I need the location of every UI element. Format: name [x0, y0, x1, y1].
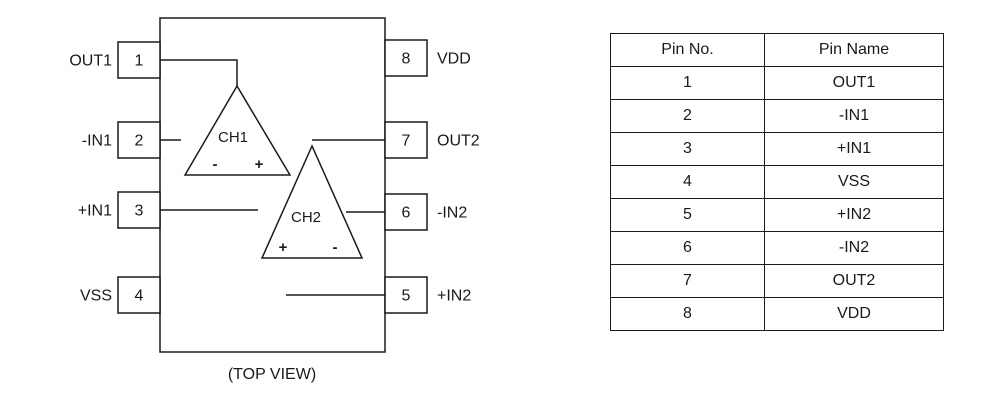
pin-no-cell: 7 [610, 264, 765, 298]
ic-pinout-diagram: 1 2 3 4 8 7 6 5 OUT1 -IN1 +IN1 VSS VDD O… [69, 17, 480, 383]
pin-name-cell: OUT1 [764, 66, 944, 100]
pin-label-minus-in1: -IN1 [82, 133, 112, 150]
table-row: 6 -IN2 [610, 231, 944, 265]
pin-box-6 [384, 193, 428, 231]
pin-table: Pin No. Pin Name 1 OUT1 2 -IN1 3 +IN1 4 … [610, 33, 944, 331]
pin-no-cell: 1 [610, 66, 765, 100]
pin-no-cell: 5 [610, 198, 765, 232]
opamp-ch2-label: CH2 [291, 209, 321, 226]
pin-box-8 [384, 39, 428, 77]
pin-box-2 [117, 121, 161, 159]
table-row: 5 +IN2 [610, 198, 944, 232]
pin-box-1 [117, 41, 161, 79]
pin-name-cell: +IN1 [764, 132, 944, 166]
pin-name-cell: +IN2 [764, 198, 944, 232]
table-header-row: Pin No. Pin Name [610, 33, 944, 67]
table-row: 8 VDD [610, 297, 944, 331]
pin-number-6: 6 [402, 205, 411, 222]
pin-no-header: Pin No. [610, 33, 765, 67]
ic-body [159, 17, 386, 353]
pin-box-3 [117, 191, 161, 229]
pin-number-1: 1 [135, 53, 144, 70]
pin-no-cell: 4 [610, 165, 765, 199]
pin-name-cell: -IN2 [764, 231, 944, 265]
pin-label-plus-in2: +IN2 [437, 288, 471, 305]
pin-name-cell: VSS [764, 165, 944, 199]
ch2-minus-sign: - [333, 239, 338, 256]
pin-number-5: 5 [402, 288, 411, 305]
pin-box-7 [384, 121, 428, 159]
pin-label-out2: OUT2 [437, 133, 480, 150]
pin-label-plus-in1: +IN1 [78, 203, 112, 220]
opamp-ch1-label: CH1 [218, 129, 248, 146]
pin-name-cell: VDD [764, 297, 944, 331]
ch1-minus-sign: - [213, 156, 218, 173]
ch1-plus-sign: + [255, 156, 264, 173]
ch2-plus-sign: + [279, 239, 288, 256]
pin-box-4 [117, 276, 161, 314]
top-view-caption: (TOP VIEW) [228, 366, 316, 383]
table-row: 1 OUT1 [610, 66, 944, 100]
pin-no-cell: 8 [610, 297, 765, 331]
pin-number-7: 7 [402, 133, 411, 150]
table-row: 7 OUT2 [610, 264, 944, 298]
pin-name-cell: -IN1 [764, 99, 944, 133]
pin-no-cell: 6 [610, 231, 765, 265]
pin-name-cell: OUT2 [764, 264, 944, 298]
opamp-ch1-triangle [183, 84, 292, 176]
pin-label-vdd: VDD [437, 51, 471, 68]
pin-number-3: 3 [135, 203, 144, 220]
pin-label-vss: VSS [80, 288, 112, 305]
pin-label-minus-in2: -IN2 [437, 205, 467, 222]
opamp-ch2-triangle [260, 144, 364, 259]
pin-label-out1: OUT1 [69, 53, 112, 70]
pin-no-cell: 2 [610, 99, 765, 133]
table-row: 2 -IN1 [610, 99, 944, 133]
pin-number-8: 8 [402, 51, 411, 68]
pin-no-cell: 3 [610, 132, 765, 166]
table-row: 4 VSS [610, 165, 944, 199]
pin-name-header: Pin Name [764, 33, 944, 67]
table-row: 3 +IN1 [610, 132, 944, 166]
pin-number-4: 4 [135, 288, 144, 305]
pin-box-5 [384, 276, 428, 314]
pin-number-2: 2 [135, 133, 144, 150]
wire-pin1-stub [160, 59, 238, 88]
